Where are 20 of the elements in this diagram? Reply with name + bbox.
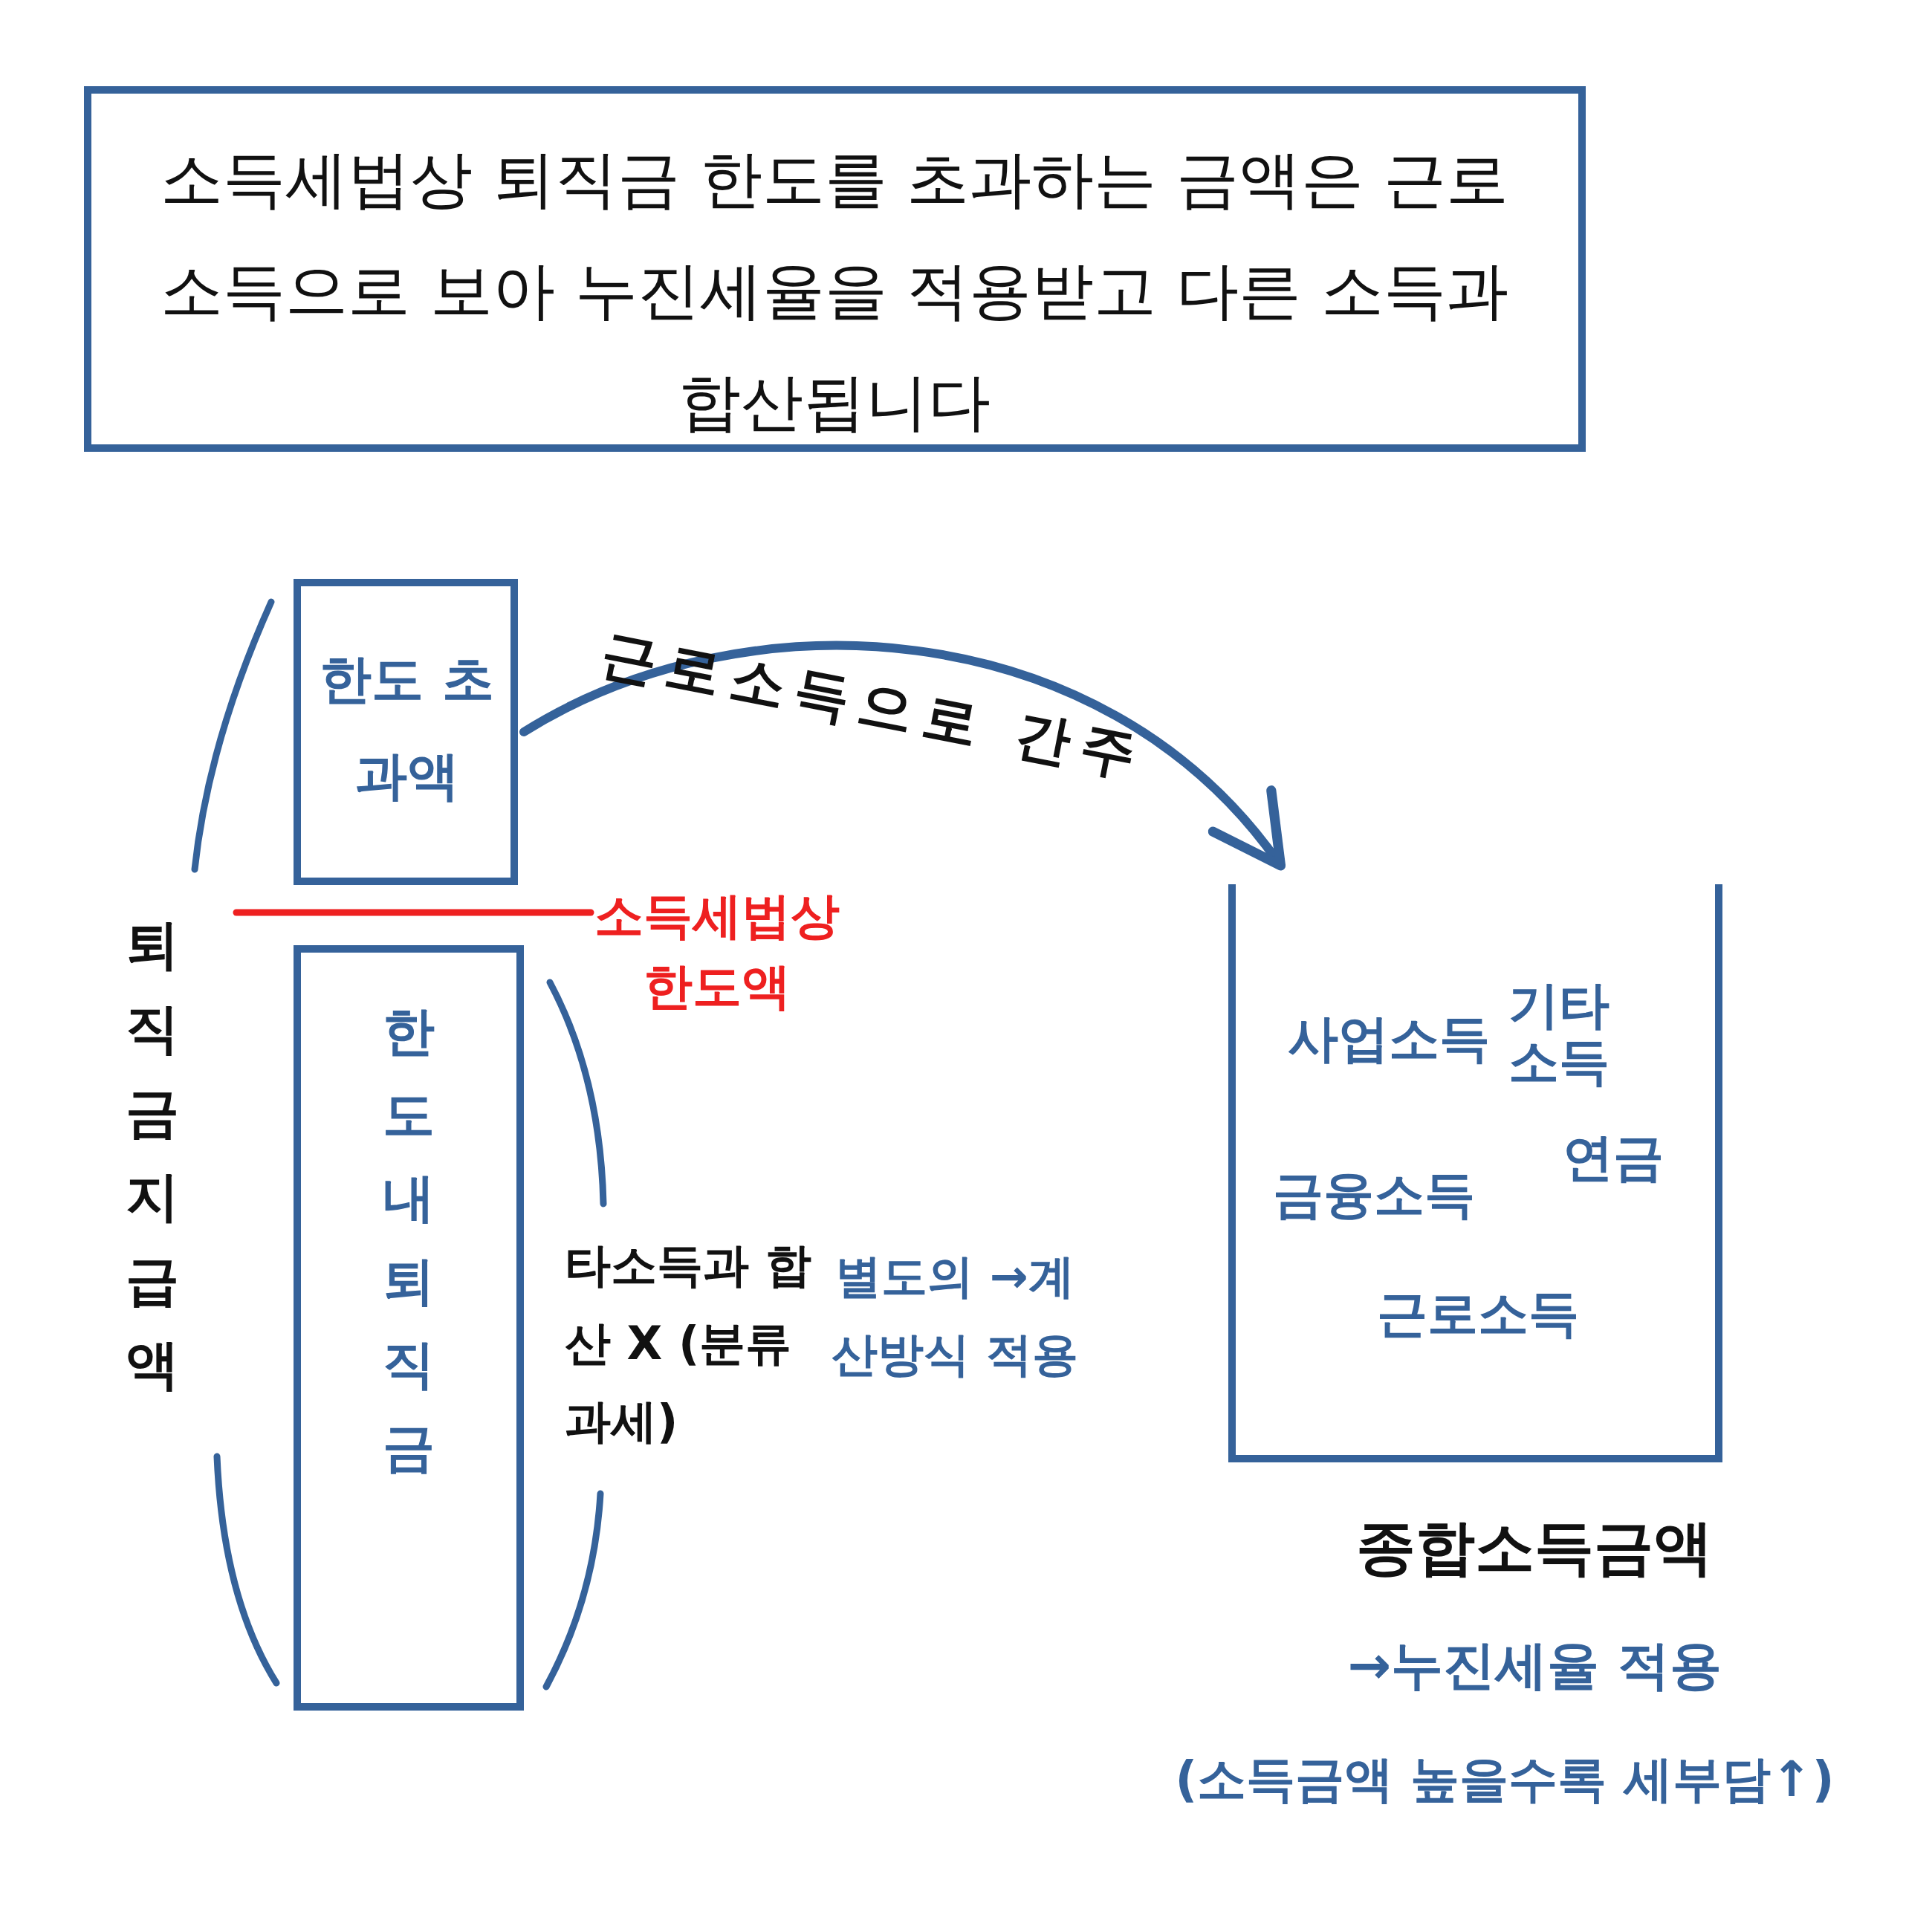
heading-text: 소득세법상 퇴직금 한도를 초과하는 금액은 근로소득으로 보아 누진세율을 적용받고 다른 소득과 합산됩니다 <box>160 142 1509 440</box>
income-label: 금융소득 <box>1273 1167 1475 1223</box>
category-box <box>294 579 518 885</box>
note-text: (소득금액 높을수록 세부담↑) <box>1174 1750 1835 1809</box>
note-text: →누진세율 적용 <box>1346 1634 1722 1697</box>
income-label: 연금 <box>1563 1129 1664 1186</box>
category-box <box>294 945 524 1711</box>
income-box <box>1228 884 1722 1462</box>
arrow <box>519 641 1286 871</box>
vertical-label: 퇴직금지급액 <box>125 912 180 1397</box>
income-label: 근로소득 <box>1377 1286 1579 1342</box>
income-label: 사업소득 <box>1288 1011 1490 1067</box>
caption-text: 종합소득금액 <box>1355 1512 1714 1583</box>
limit-label: 소득세법상 한도액 <box>594 886 840 1017</box>
note-text: 타소득과 합산 X (분류과세) <box>565 1237 812 1450</box>
text-box <box>84 86 1586 452</box>
box-label: 한도 초과액 <box>319 648 495 808</box>
income-label: 기타 소득 <box>1508 977 1610 1090</box>
note-text: 별도의 →계산방식 적용 <box>831 1248 1079 1383</box>
box-label: 한도내 퇴직금 <box>382 1000 435 1479</box>
